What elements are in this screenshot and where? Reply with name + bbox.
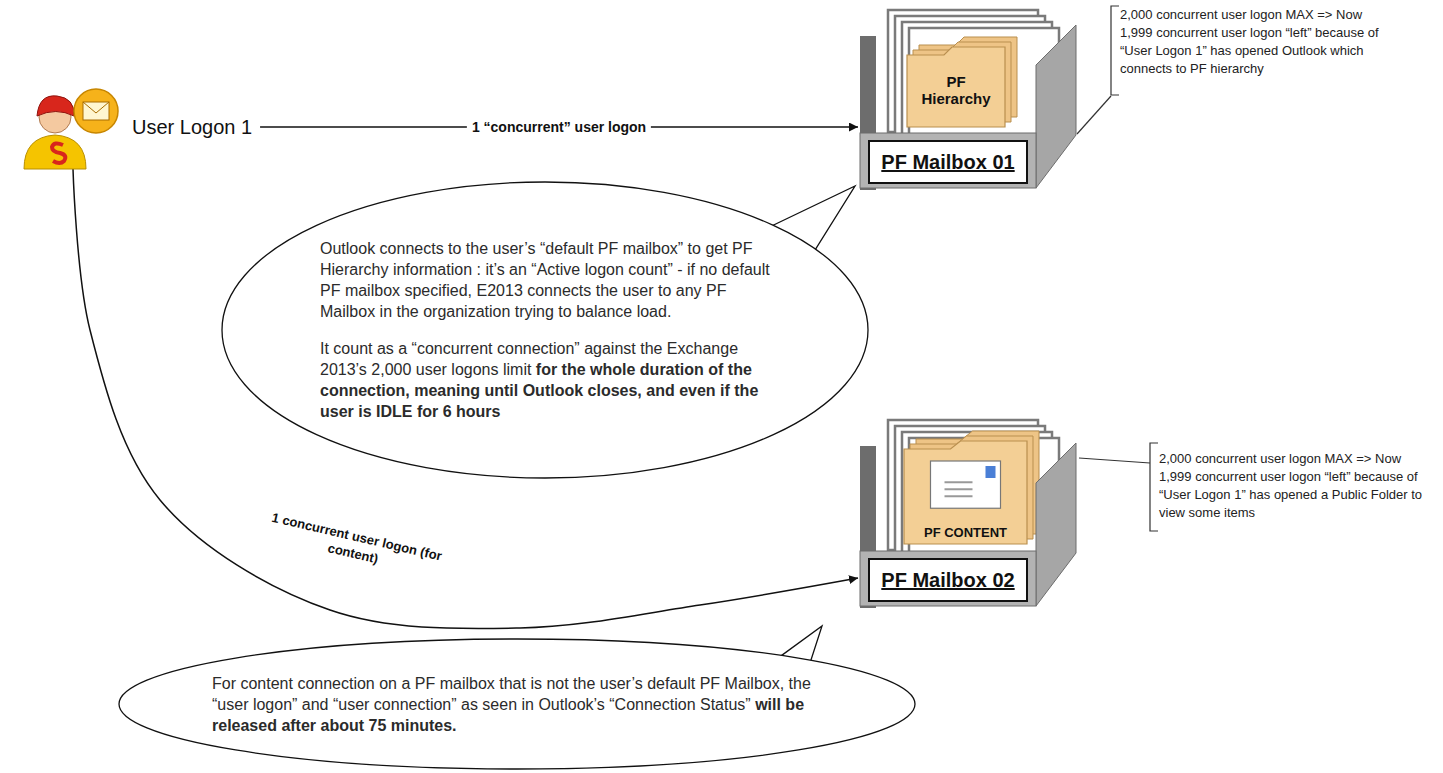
folder-node: PF Hierarchy (906, 46, 1006, 128)
mailbox-container: PF Mailbox 01 PF Hierarchy (858, 8, 1078, 190)
mailbox-sheet (895, 426, 1045, 556)
mailbox-name: PF Mailbox 02 (881, 569, 1014, 592)
envelope (83, 102, 109, 120)
folder-node: PF CONTENT (903, 440, 1028, 545)
bubble-paragraph: It count as a “concurrent connection” ag… (320, 338, 770, 422)
folder-label: PF CONTENT (903, 526, 1028, 541)
envelope-flap (83, 102, 109, 113)
leader-line (1077, 96, 1111, 134)
mailbox-label-box: PF Mailbox 02 (868, 558, 1028, 602)
user-node: User Logon 1 (20, 85, 260, 169)
user-icon (20, 85, 124, 169)
mailbox-label-box: PF Mailbox 01 (868, 140, 1028, 184)
bubble-paragraph: For content connection on a PF mailbox t… (212, 673, 822, 736)
speech-bubble: Outlook connects to the user’s “default … (220, 180, 870, 480)
mailbox-container: PF Mailbox 02 PF CONTENT (858, 418, 1078, 608)
folder-name: PF Hierarchy (918, 73, 994, 108)
bubble-text: For content connection on a PF mailbox t… (212, 673, 822, 736)
callout-note: 2,000 concurrent user logon MAX => Now 1… (1120, 6, 1390, 78)
bubble-paragraph: Outlook connects to the user’s “default … (320, 238, 770, 322)
bubble-text-run: For content connection on a PF mailbox t… (212, 675, 811, 713)
envelope-line (945, 488, 973, 490)
user-badge (52, 143, 65, 163)
user-label: User Logon 1 (132, 116, 252, 139)
folder-name: PF CONTENT (903, 526, 1028, 541)
envelope (931, 461, 1001, 508)
bubble-text-run: Outlook connects to the user’s “default … (320, 240, 770, 320)
callout-bracket (1150, 443, 1158, 531)
mailbox-wall (1036, 25, 1076, 188)
callout-note: 2,000 concurrent user logon MAX => Now 1… (1159, 450, 1429, 522)
mailbox-wall (1036, 443, 1076, 606)
folder-outline (907, 47, 1005, 127)
outlook-badge (74, 89, 118, 133)
user-name: User Logon 1 (132, 116, 252, 139)
callout-bracket (1111, 6, 1119, 95)
bubble-text: Outlook connects to the user’s “default … (320, 238, 770, 422)
edge-label: 1 “concurrent” user logon (467, 118, 651, 136)
bubble-outline (222, 182, 868, 478)
mailbox-front (860, 133, 1036, 188)
stamp (986, 466, 996, 478)
mailbox-name: PF Mailbox 01 (881, 151, 1014, 174)
user-cap (37, 96, 74, 116)
folder-label: PF Hierarchy (906, 73, 1006, 108)
bubble-outline (119, 639, 915, 769)
speech-bubble: For content connection on a PF mailbox t… (117, 637, 917, 771)
mailbox-front (860, 551, 1036, 606)
envelope-line (945, 495, 973, 497)
bubble-shape (220, 180, 870, 480)
edge-label: 1 concurrent user logon (for content) (263, 508, 446, 582)
user-body (24, 135, 86, 169)
envelope-line (945, 481, 973, 483)
folder-outline (904, 441, 1027, 544)
leader-line (1079, 458, 1150, 463)
